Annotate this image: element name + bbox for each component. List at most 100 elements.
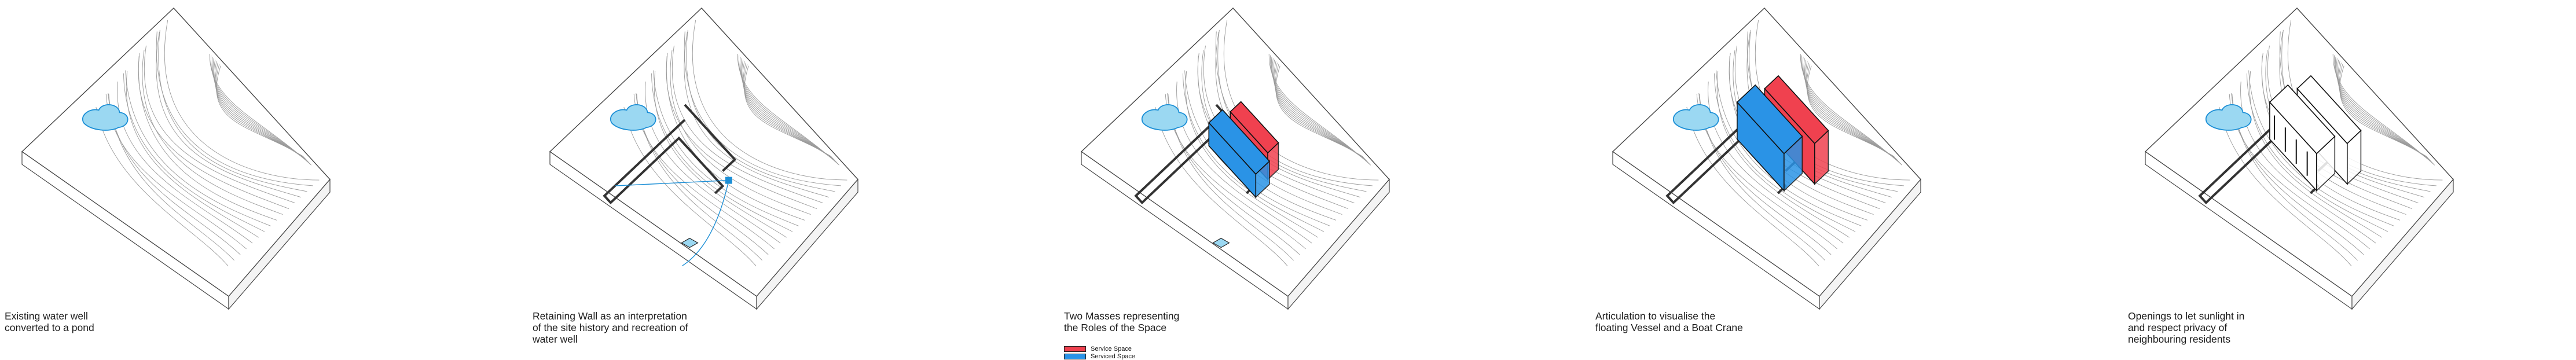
site-axonometric-5 [2144,8,2454,310]
site-axonometric-2 [549,8,858,310]
contour-line [144,45,295,204]
contour-line [684,31,830,198]
caption-2: Retaining Wall as an interpretation of t… [533,310,724,345]
site-right-face [228,178,331,310]
caption-3-line-2: the Roles of the Space [1064,322,1167,333]
contour-line [670,50,811,215]
contour-line-upper [2337,60,2431,161]
contour-line [164,20,320,181]
contour-line [156,31,302,198]
service-mass-articulated-top-face [1764,75,1829,145]
contour-line-upper [1804,60,1899,161]
contour-line [156,31,313,186]
serviced-mass-top-face [1208,109,1271,175]
caption-3: Two Masses representing the Roles of the… [1064,310,1255,333]
caption-2-line-1: Retaining Wall as an interpretation [533,310,687,322]
site-right-face [2351,178,2454,310]
site-axonometric-3 [1080,8,1390,310]
legend-item-service-space: Service Space [1064,345,1135,352]
contour-line [653,70,799,226]
contour-line [1716,70,1862,226]
panel-1-pond: Existing water well converted to a pond [0,0,463,359]
contour-line [692,20,847,181]
contour-line [1716,71,1850,238]
retaining-wall-top [684,104,737,172]
caption-3-line-1: Two Masses representing [1064,310,1180,322]
contour-line [126,71,259,238]
site-base [549,8,858,310]
caption-5-line-2: and respect privacy of [2128,322,2228,333]
service-mass-top-face [1230,101,1279,154]
contour-line-upper [214,61,307,160]
contour-line-upper [2339,65,2427,157]
site-axonometric-1 [21,8,331,310]
contour-line-upper [1803,58,1899,163]
contour-line-upper [742,60,836,161]
contour-line [2248,70,2394,226]
massing-openings-lower-top-face [2269,84,2336,155]
contour-line-upper [1273,60,1367,161]
site-right-face [756,178,858,310]
contour-line-upper [739,57,838,164]
contour-line-upper [1274,61,1366,160]
caption-5: Openings to let sunlight in and respect … [2128,310,2319,345]
panel-2-retaining-wall: Retaining Wall as an interpretation of t… [528,0,991,359]
water-channel-line [615,179,729,186]
contour-line [2249,71,2382,238]
water-well-marker [725,177,732,184]
legend-label-service: Service Space [1091,345,1132,352]
contour-line [158,30,307,192]
site-right-face [1287,178,1390,310]
caption-5-line-3: neighbouring residents [2128,333,2231,345]
caption-1-line-1: Existing water well [5,310,88,322]
contour-line-upper [211,57,310,164]
serviced-mass [1208,109,1271,199]
water-channel [615,177,732,266]
contour-line [138,56,277,221]
contour-line-upper [214,60,308,161]
contour-line [1155,106,1288,267]
caption-4: Articulation to visualise the floating V… [1595,310,1786,333]
retaining-wall-line [603,119,725,205]
contour-line [654,71,787,238]
water-channel-line [682,180,729,266]
contour-line-upper [2336,58,2432,163]
site-right-face [1819,178,1921,310]
contour-line-upper [216,65,304,157]
site-axonometric-4 [1612,8,1921,310]
contour-line [96,106,229,267]
contour-line [684,31,841,186]
contour-line-upper [744,65,832,157]
legend-label-serviced: Serviced Space [1091,352,1136,360]
massing-openings-upper-top-face [2296,75,2362,145]
small-pool [681,237,699,248]
contour-line [125,70,271,226]
panel-4-articulation: Articulation to visualise the floating V… [1591,0,2054,359]
caption-5-line-1: Openings to let sunlight in [2128,310,2245,322]
contour-line [666,56,805,221]
contour-line-upper [2335,57,2433,164]
pond-shape [1141,104,1188,131]
caption-4-line-1: Articulation to visualise the [1595,310,1716,322]
contour-line [142,50,283,215]
serviced-mass-articulated-top-face [1736,84,1803,155]
contour-line [623,106,757,267]
contour-line-upper [212,58,309,163]
pond-shape [82,104,129,131]
contour-line-upper [1802,57,1900,164]
site-base [21,8,331,310]
contour-line [1686,106,1819,267]
retaining-wall [603,104,737,205]
caption-2-line-2: of the site history and recreation of [533,322,688,333]
contour-line-upper [1807,65,1895,157]
serviced-mass-articulated [1736,84,1803,192]
small-pool [1212,237,1230,248]
caption-4-line-2: floating Vessel and a Boat Crane [1595,322,1743,333]
pond-shape [2205,104,2252,131]
caption-1: Existing water well converted to a pond [5,310,196,333]
legend: Service Space Serviced Space [1064,345,1135,360]
contour-line-upper [1805,61,1898,160]
caption-1-line-2: converted to a pond [5,322,94,333]
panel-5-openings: Openings to let sunlight in and respect … [2123,0,2576,359]
legend-swatch-serviced [1064,353,1086,359]
